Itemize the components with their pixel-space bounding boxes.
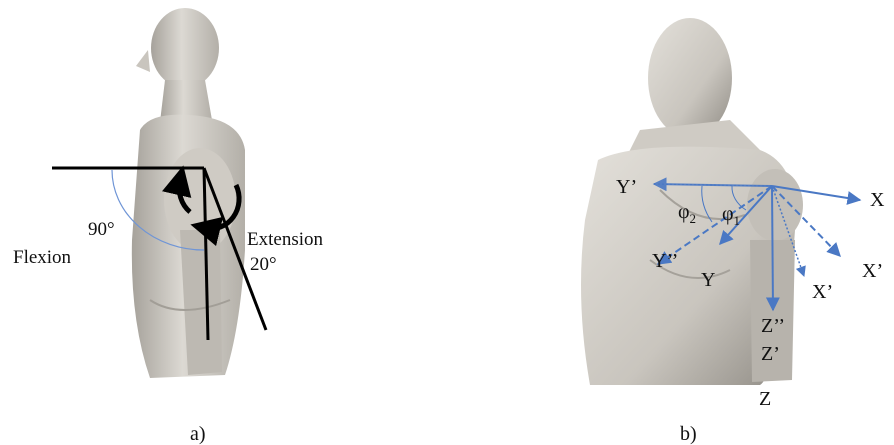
x-prime-label: X’ [862,260,883,282]
y-double-prime-label: Y’’ [652,250,678,272]
z-prime-label: Z’ [761,343,780,365]
z-axis [772,186,773,310]
x-prime-lower-label: X’ [812,281,833,303]
flexion-label: Flexion [13,247,72,268]
panel-a-caption: a) [190,423,206,445]
extension-label: Extension [247,229,323,250]
panel-a: 90° Flexion Extension 20° a) [13,8,323,445]
y-label: Y [701,269,715,291]
panel-b: Y’ X X’ X’ Y Y’’ Z’’ Z’ Z φ2 φ1 b) [581,18,885,445]
flexion-angle-label: 90° [88,219,115,240]
extension-angle-label: 20° [250,254,277,275]
panel-b-caption: b) [680,423,697,445]
mannequin-side-view [132,8,245,378]
y-prime-label: Y’ [616,176,637,198]
z-double-prime-label: Z’’ [761,315,785,337]
z-label: Z [759,388,771,410]
x-label: X [870,189,885,211]
